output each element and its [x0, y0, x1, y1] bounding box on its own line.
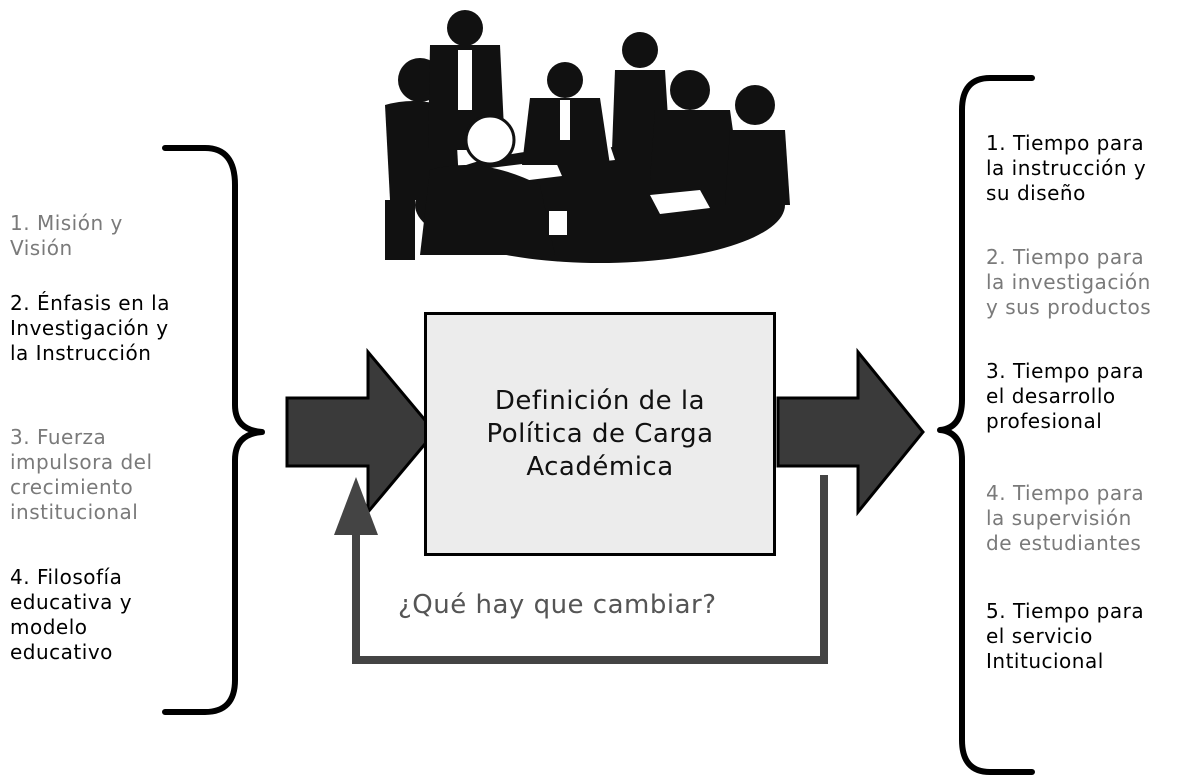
- right-item-3: 3. Tiempo para el desarrollo profesional: [986, 359, 1145, 433]
- input-arrow: [285, 347, 437, 517]
- left-item-3: 3. Fuerza impulsora del crecimiento inst…: [10, 425, 153, 524]
- right-item-2: 2. Tiempo para la investigación y sus pr…: [986, 245, 1152, 319]
- left-item-4: 4. Filosofía educativa y modelo educativ…: [10, 565, 133, 664]
- policy-box-label: Definición de la Política de Carga Acadé…: [486, 385, 714, 482]
- policy-box: Definición de la Política de Carga Acadé…: [424, 312, 776, 556]
- left-item-2: 2. Énfasis en la Investigación y la Inst…: [10, 291, 170, 365]
- feedback-arrowhead: [334, 477, 378, 535]
- left-brace: [162, 145, 265, 715]
- business-meeting-icon: [385, 10, 790, 263]
- right-item-4: 4. Tiempo para la supervisión de estudia…: [986, 481, 1145, 555]
- right-item-5: 5. Tiempo para el servicio Intitucional: [986, 599, 1145, 673]
- right-brace: [937, 75, 1035, 775]
- feedback-line: [352, 475, 828, 664]
- output-arrow: [776, 347, 925, 517]
- right-item-1: 1. Tiempo para la instrucción y su diseñ…: [986, 131, 1147, 205]
- feedback-label: ¿Qué hay que cambiar?: [398, 590, 717, 620]
- left-item-1: 1. Misión y Visión: [10, 211, 123, 260]
